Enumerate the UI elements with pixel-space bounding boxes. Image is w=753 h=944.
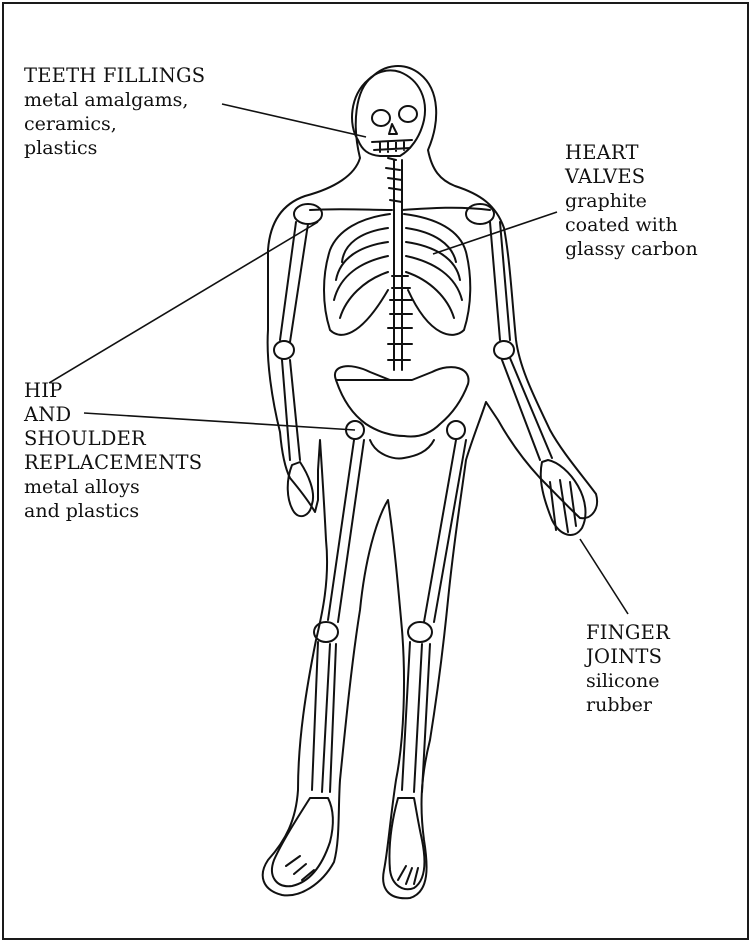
leader-line-teeth — [222, 104, 366, 137]
label-heart-title-2: VALVES — [565, 165, 698, 189]
label-teeth-fillings: TEETH FILLINGS metal amalgams, ceramics,… — [24, 64, 205, 160]
label-hip-title-4: REPLACEMENTS — [24, 451, 202, 475]
label-teeth-line-3: plastics — [24, 136, 205, 160]
label-hip-shoulder: HIP AND SHOULDER REPLACEMENTS metal allo… — [24, 379, 202, 523]
label-finger-title-1: FINGER — [586, 621, 670, 645]
label-hip-line-2: and plastics — [24, 499, 202, 523]
leader-line-heart — [433, 212, 557, 254]
label-teeth-line-1: metal amalgams, — [24, 88, 205, 112]
label-finger-line-2: rubber — [586, 693, 670, 717]
leader-line-shoulder — [49, 222, 318, 383]
label-hip-line-1: metal alloys — [24, 475, 202, 499]
label-finger-title-2: JOINTS — [586, 645, 670, 669]
label-heart-title-1: HEART — [565, 141, 698, 165]
label-heart-valves: HEART VALVES graphite coated with glassy… — [565, 141, 698, 261]
label-hip-title-1: HIP — [24, 379, 202, 403]
label-teeth-line-2: ceramics, — [24, 112, 205, 136]
label-heart-line-2: coated with — [565, 213, 698, 237]
label-finger-line-1: silicone — [586, 669, 670, 693]
leader-line-finger — [580, 539, 628, 614]
label-hip-title-3: SHOULDER — [24, 427, 202, 451]
label-finger-joints: FINGER JOINTS silicone rubber — [586, 621, 670, 717]
label-heart-line-1: graphite — [565, 189, 698, 213]
label-teeth-title: TEETH FILLINGS — [24, 64, 205, 88]
label-heart-line-3: glassy carbon — [565, 237, 698, 261]
label-hip-title-2: AND — [24, 403, 202, 427]
